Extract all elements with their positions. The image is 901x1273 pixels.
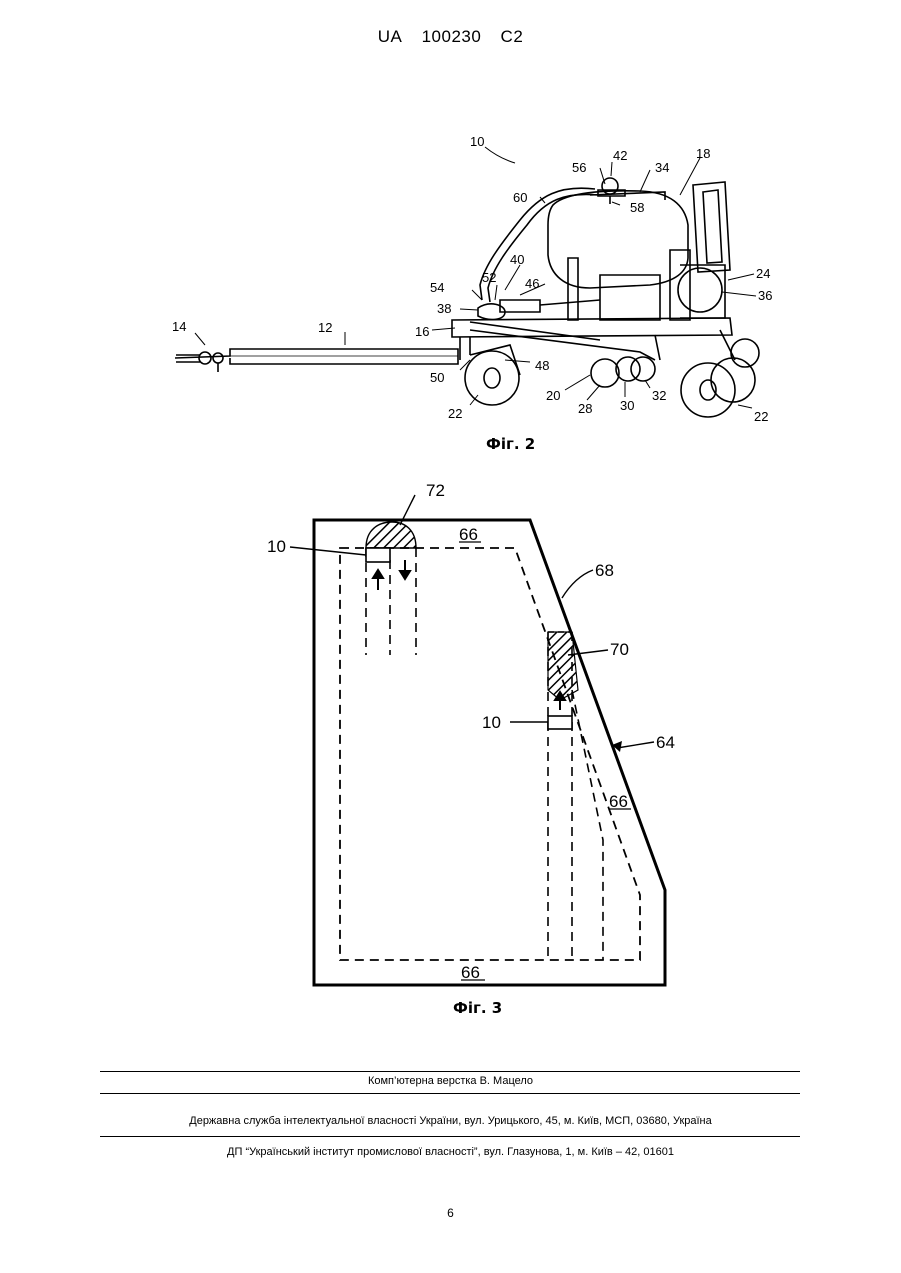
page-number: 6 xyxy=(0,1206,901,1220)
fig3-label-70: 70 xyxy=(610,640,629,659)
fig3-label-66-mid: 66 xyxy=(609,792,628,811)
fig3-label-66-bottom: 66 xyxy=(461,963,480,982)
footer-institute-address: ДП “Український інститут промислової вла… xyxy=(0,1146,901,1158)
fig3-caption: Фіг. 3 xyxy=(453,999,502,1017)
fig3-label-10-top: 10 xyxy=(267,537,286,556)
footer-layout-credit: Комп’ютерна верстка В. Мацело xyxy=(0,1075,901,1087)
fig3-label-64: 64 xyxy=(656,733,675,752)
footer-rule-1 xyxy=(100,1071,800,1072)
figure-3-drawing: 72 66 10 68 70 10 64 66 66 Фіг. 3 xyxy=(0,0,901,1030)
footer-rule-3 xyxy=(100,1136,800,1137)
fig3-label-68: 68 xyxy=(595,561,614,580)
footer-service-address: Державна служба інтелектуальної власност… xyxy=(0,1115,901,1127)
fig3-label-10-mid: 10 xyxy=(482,713,501,732)
fig3-label-72: 72 xyxy=(426,481,445,500)
fig3-label-66-top: 66 xyxy=(459,525,478,544)
footer-rule-2 xyxy=(100,1093,800,1094)
